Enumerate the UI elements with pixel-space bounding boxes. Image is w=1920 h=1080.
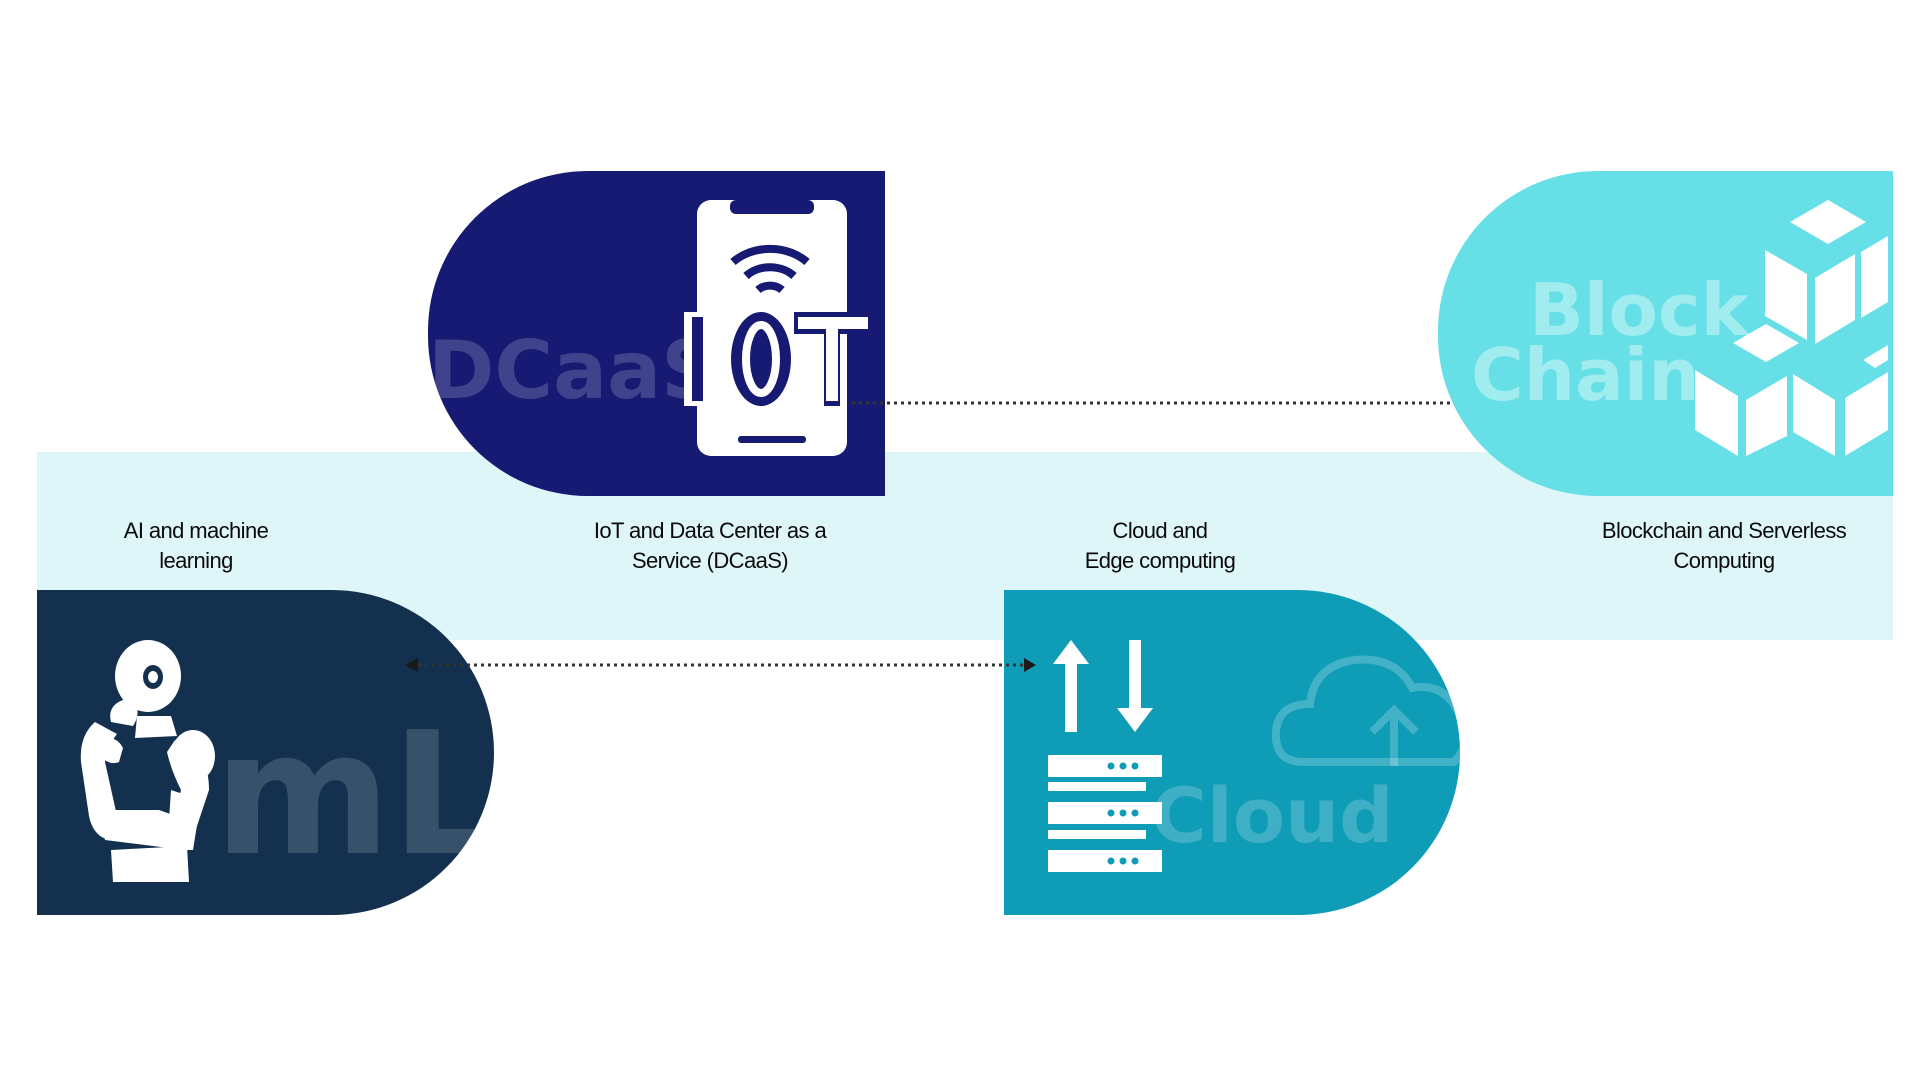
label-blockchain-line2: Computing xyxy=(1673,548,1776,573)
ml-watermark: mL xyxy=(214,696,494,894)
iot-watermark: DCaaS xyxy=(428,324,719,417)
blockchain-watermark-line2: Chain xyxy=(1471,333,1700,417)
label-ai: AI and machine learning xyxy=(46,516,346,576)
label-iot-line2: Service (DCaaS) xyxy=(631,548,789,573)
server-upload-download-icon xyxy=(1048,640,1162,872)
blockchain-watermark-line1: Block xyxy=(1529,268,1749,352)
arrowhead-right xyxy=(1024,658,1036,672)
cloud-upload-icon xyxy=(1271,655,1460,766)
label-iot: IoT and Data Center as a Service (DCaaS) xyxy=(560,516,860,576)
label-blockchain-line1: Blockchain and Serverless xyxy=(1601,518,1847,543)
label-iot-line1: IoT and Data Center as a xyxy=(593,518,827,543)
thinking-robot-icon xyxy=(80,640,215,882)
label-ai-line1: AI and machine xyxy=(123,518,269,543)
label-ai-line2: learning xyxy=(159,548,233,573)
cloud-watermark: Cloud xyxy=(1151,771,1394,860)
arrowhead-left xyxy=(405,658,418,672)
iot-phone-icon xyxy=(684,200,870,456)
blockchain-cubes-icon xyxy=(1695,200,1888,456)
label-cloud-line1: Cloud and xyxy=(1112,518,1209,543)
label-cloud: Cloud and Edge computing xyxy=(1010,516,1310,576)
label-blockchain: Blockchain and Serverless Computing xyxy=(1574,516,1874,576)
label-cloud-line2: Edge computing xyxy=(1084,548,1236,573)
